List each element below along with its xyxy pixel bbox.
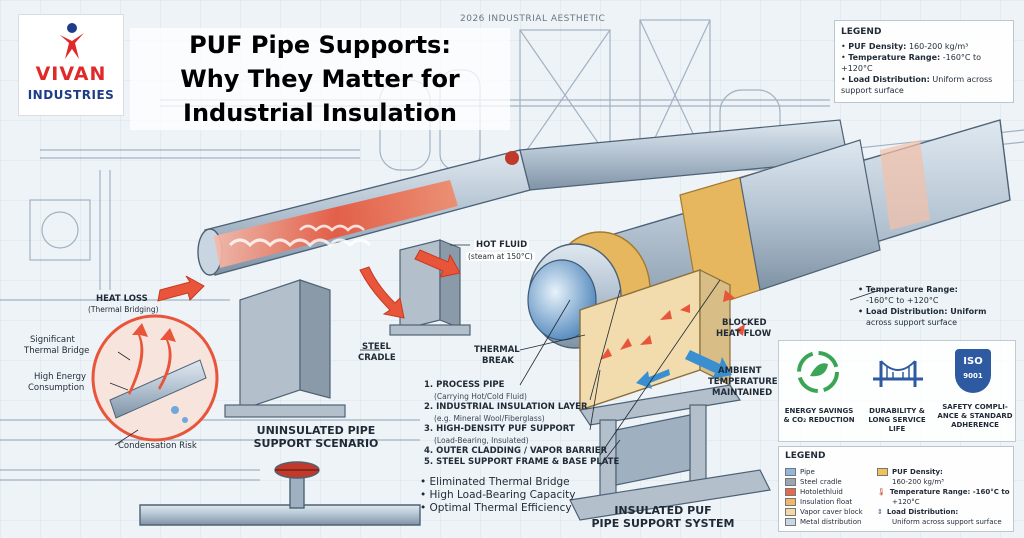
legend-top-item: • Temperature Range: -160°C to +120°C xyxy=(841,53,982,73)
thermometer-icon: 🌡 xyxy=(877,488,886,496)
legend-row: Vapor caver block xyxy=(785,507,863,517)
recycle-leaf-icon xyxy=(797,351,839,393)
legend-row: Hotolethluid xyxy=(785,487,863,497)
legend-value: 160-200 kg/m³ xyxy=(892,478,944,486)
uninsulated-caption-line1: UNINSULATED PIPE xyxy=(256,424,376,437)
iso-shield-icon: ISO 9001 xyxy=(955,349,991,393)
insulated-caption-line2: PIPE SUPPORT SYSTEM xyxy=(591,517,735,530)
legend-row: Insulation float xyxy=(785,497,863,507)
heat-loss-arrows xyxy=(157,249,461,319)
legend-row: Steel cradle xyxy=(785,477,863,487)
logo-figure-icon xyxy=(60,23,84,59)
cradle-label: CRADLE xyxy=(358,353,396,363)
ambient-temperature-label: TEMPERATURE xyxy=(708,377,778,387)
title-line-3: Industrial Insulation xyxy=(183,99,457,127)
legend-bottom-left: Pipe Steel cradle Hotolethluid Insulatio… xyxy=(785,467,863,527)
heat-loss-label: HEAT LOSS xyxy=(96,294,148,304)
thermal-label: THERMAL xyxy=(474,345,520,355)
title-line-2: Why They Matter for xyxy=(180,65,460,93)
features-panel: ENERGY SAVINGS& CO₂ REDUCTION DURABILITY… xyxy=(778,340,1016,442)
benefits-list: • Eliminated Thermal Bridge • High Load-… xyxy=(420,476,575,515)
component-sub: (e.g. Mineral Wool/Fiberglass) xyxy=(434,414,545,423)
condensation-label: Condensation Risk xyxy=(118,441,197,451)
valve xyxy=(139,461,421,526)
heat-flow-label: HEAT FLOW xyxy=(716,329,772,339)
high-energy-label: High Energy xyxy=(34,372,86,382)
legend-row: Pipe xyxy=(785,467,863,477)
component-item: 3. HIGH-DENSITY PUF SUPPORT xyxy=(424,424,575,434)
legend-top: LEGEND • PUF Density: 160-200 kg/m³ • Te… xyxy=(834,20,1014,103)
legend-value: +120°C xyxy=(892,498,920,506)
benefit-item: • Optimal Thermal Efficiency xyxy=(420,502,572,514)
legend-row: 🌡Temperature Range: -160°C to xyxy=(877,488,1010,496)
ambient-label: AMBIENT xyxy=(718,366,762,376)
puf-swatch xyxy=(877,468,888,476)
significant-label: Significant xyxy=(30,335,75,345)
legend-row: PUF Density: xyxy=(877,467,1010,477)
side-load: • Load Distribution: Uniform xyxy=(858,307,987,316)
legend-top-item: • PUF Density: 160-200 kg/m³ xyxy=(841,42,969,51)
legend-top-item: • Load Distribution: Uniform across supp… xyxy=(841,75,993,95)
side-notes: • Temperature Range: -160°C to +120°C • … xyxy=(858,284,986,328)
benefit-item: • Eliminated Thermal Bridge xyxy=(420,476,570,488)
vapor-swatch xyxy=(785,508,796,516)
steel-label: STEEL xyxy=(362,342,391,352)
component-item: 1. PROCESS PIPE xyxy=(424,380,505,390)
legend-bottom: LEGEND Pipe Steel cradle Hotolethluid In… xyxy=(778,446,1014,532)
side-load-value: across support surface xyxy=(866,318,958,327)
legend-top-heading: LEGEND xyxy=(841,27,882,37)
hot-fluid-label: HOT FLUID xyxy=(474,240,530,250)
component-sub: (Load-Bearing, Insulated) xyxy=(434,436,529,445)
legend-bottom-right: PUF Density: 160-200 kg/m³ 🌡Temperature … xyxy=(877,467,1010,527)
title-line-1: PUF Pipe Supports: xyxy=(189,31,451,59)
steel-swatch xyxy=(785,478,796,486)
logo-name: VIVAN xyxy=(35,63,107,85)
ambient-maintained-label: MAINTAINED xyxy=(712,388,773,398)
heat-loss-sublabel: (Thermal Bridging) xyxy=(88,305,159,314)
thermal-bridge-magnifier xyxy=(91,314,219,442)
insulated-caption: INSULATED PUF PIPE SUPPORT SYSTEM xyxy=(578,504,748,530)
uninsulated-caption-line2: SUPPORT SCENARIO xyxy=(253,437,379,450)
legend-bottom-heading: LEGEND xyxy=(785,451,826,461)
side-temp-value: -160°C to +120°C xyxy=(866,296,939,305)
pipe-swatch xyxy=(785,468,796,476)
blocked-label: BLOCKED xyxy=(722,318,767,328)
break-label: BREAK xyxy=(482,356,514,366)
ambient-arrows xyxy=(636,290,745,389)
legend-row: Metal distribution xyxy=(785,517,863,527)
component-item: 4. OUTER CLADDING / VAPOR BARRIER xyxy=(424,446,608,456)
thermal-bridge-label: Thermal Bridge xyxy=(24,346,90,356)
logo-subname: INDUSTRIES xyxy=(27,88,115,102)
page-title: PUF Pipe Supports: Why They Matter for I… xyxy=(130,28,510,130)
hot-swatch xyxy=(785,488,796,496)
metal-swatch xyxy=(785,518,796,526)
uninsulated-caption: UNINSULATED PIPE SUPPORT SCENARIO xyxy=(226,424,406,450)
feature-durability: DURABILITY &LONG SERVICE LIFE xyxy=(868,407,926,433)
top-caption: 2026 INDUSTRIAL AESTHETIC xyxy=(460,14,606,24)
insulated-caption-line1: INSULATED PUF xyxy=(614,504,712,517)
components-list: 1. PROCESS PIPE (Carrying Hot/Cold Fluid… xyxy=(424,380,619,468)
component-item: 5. STEEL SUPPORT FRAME & BASE PLATE xyxy=(424,457,620,467)
arrows-icon: ⇕ xyxy=(877,508,883,516)
consumption-label: Consumption xyxy=(28,383,85,393)
feature-energy: ENERGY SAVINGS& CO₂ REDUCTION xyxy=(783,407,855,424)
insulation-swatch xyxy=(785,498,796,506)
component-item: 2. INDUSTRIAL INSULATION LAYER xyxy=(424,402,588,412)
legend-value: Uniform across support surface xyxy=(892,518,1002,526)
benefit-item: • High Load-Bearing Capacity xyxy=(420,489,576,501)
legend-row: ⇕Load Distribution: xyxy=(877,508,959,516)
component-sub: (Carrying Hot/Cold Fluid) xyxy=(434,392,527,401)
bridge-icon xyxy=(873,360,923,387)
hot-fluid-sublabel: (steam at 150°C) xyxy=(466,252,535,261)
side-temp: • Temperature Range: xyxy=(858,285,958,294)
logo: VIVAN INDUSTRIES xyxy=(18,14,124,116)
steel-frame xyxy=(569,384,771,521)
steel-cradles xyxy=(224,239,471,418)
